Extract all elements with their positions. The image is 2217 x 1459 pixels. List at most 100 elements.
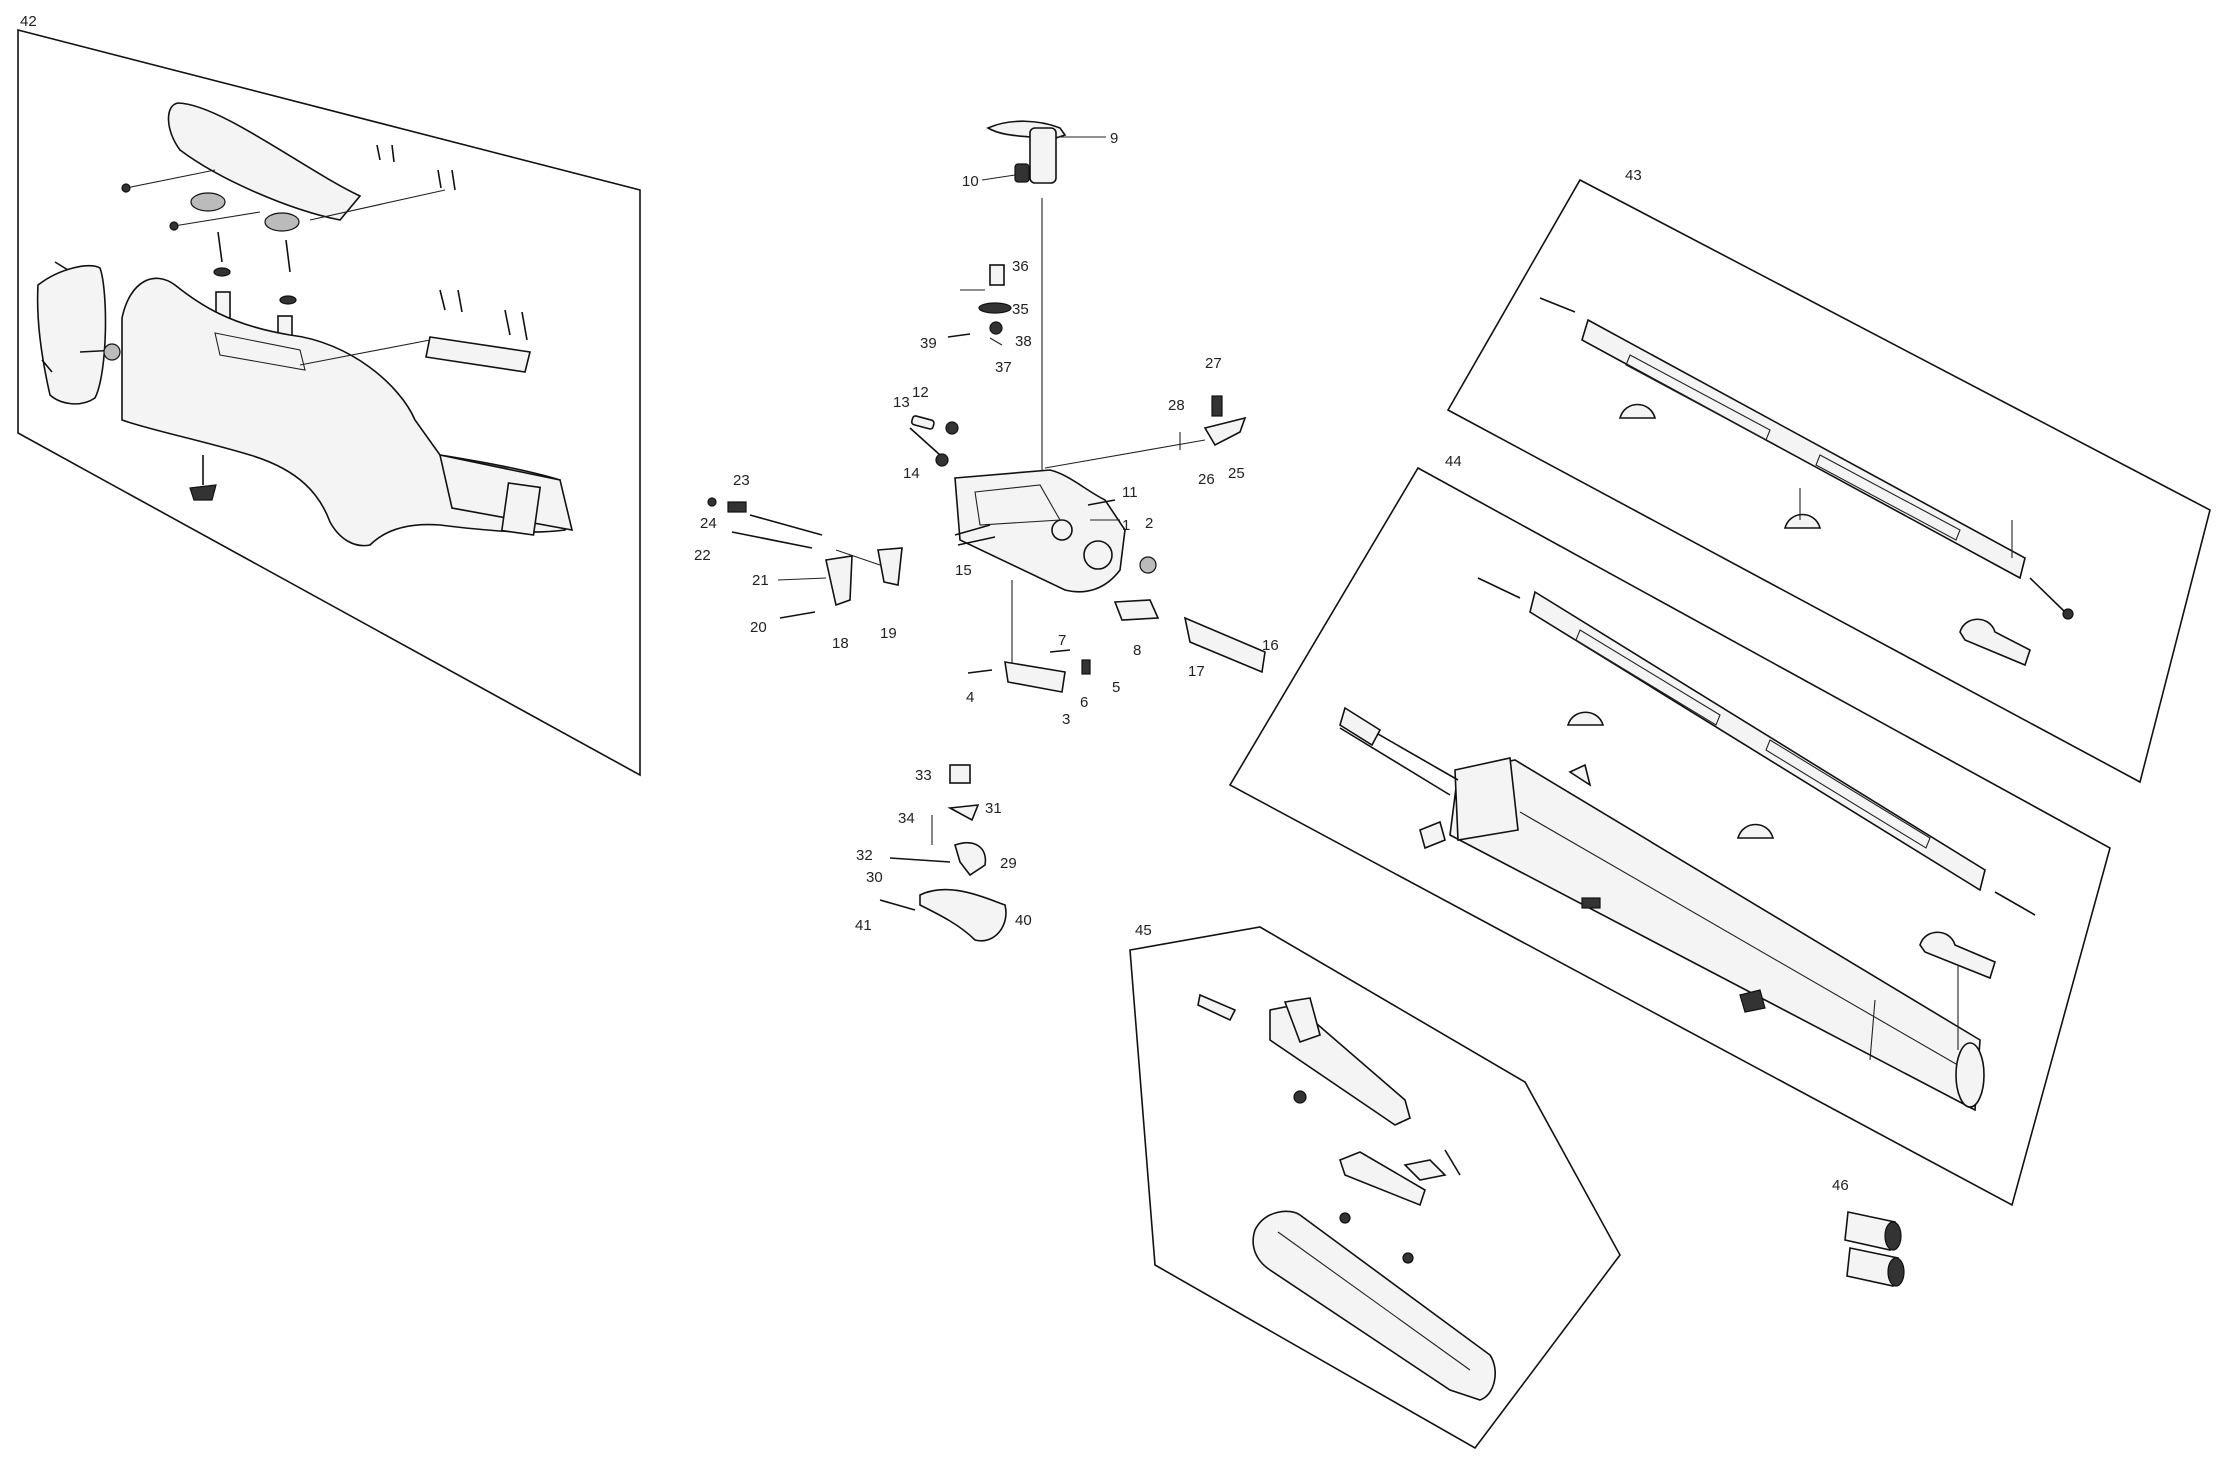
callout-34: 34 [898, 810, 915, 827]
rib-43-spring-left [1539, 297, 1576, 313]
callout-12: 12 [912, 384, 929, 401]
panel-43-frame [1446, 178, 2211, 784]
panel-45-label: 45 [1135, 922, 1152, 939]
callout-13: 13 [893, 394, 910, 411]
guard-pin [879, 899, 916, 911]
screw [451, 169, 456, 191]
screw [376, 144, 381, 161]
fore-end-ejector [1339, 1151, 1426, 1207]
grip-cap-plate [438, 453, 574, 532]
nut [169, 221, 179, 231]
panel-44-barrel-assembly: 44 [1228, 453, 2111, 1207]
hinge-stud [1139, 556, 1157, 574]
callout-16: 16 [1262, 637, 1279, 654]
callout-26: 26 [1198, 471, 1215, 488]
butt-bolt-head [103, 343, 121, 361]
sling-stud-base [189, 484, 217, 501]
callout-22: 22 [694, 547, 711, 564]
ejector-spring [1211, 395, 1223, 417]
assembly-line [835, 549, 881, 566]
rib-44-lug [1736, 823, 1775, 839]
barrel-latch-pin [1568, 763, 1592, 787]
panel-43-rib-assembly: 43 [1446, 167, 2211, 784]
adjuster-wheel-left [190, 192, 226, 212]
assembly-line [309, 189, 446, 221]
rib-43-lug [1618, 403, 1657, 419]
callout-6: 6 [1080, 694, 1088, 711]
barrel-band [1869, 999, 1876, 1061]
extractor-rod [1339, 727, 1451, 796]
callout-31: 31 [985, 800, 1002, 817]
callout-24: 24 [700, 515, 717, 532]
cocking-lever [1183, 616, 1266, 674]
assembly-line [173, 211, 261, 227]
panel-43-label: 43 [1625, 167, 1642, 184]
panel-42-label: 42 [20, 13, 37, 30]
screw [391, 144, 395, 163]
receiver [954, 469, 1126, 593]
panel-45-frame [1129, 926, 1621, 1450]
callout-3: 3 [1062, 711, 1070, 728]
part-46-inserts: 46 [1832, 1177, 1905, 1287]
firing-pin-spring [945, 421, 959, 435]
rib-43 [1581, 318, 2026, 580]
leader-21 [777, 577, 827, 581]
locking-bolt [1113, 599, 1160, 621]
rib-44-spring-right [1994, 891, 2036, 916]
fore-end-screw [1339, 1212, 1351, 1224]
ejector [1203, 416, 1247, 447]
plate-spring [1081, 659, 1091, 675]
panel-45-fore-end-assembly: 45 [1129, 922, 1621, 1450]
post-screw [217, 231, 223, 263]
insert-lower-bore [1887, 1257, 1905, 1287]
cocking-rod [957, 536, 996, 546]
rib-43-vents [1625, 354, 1771, 441]
comb-piece [167, 102, 362, 221]
callout-39: 39 [920, 335, 937, 352]
plate-screw [504, 309, 511, 336]
panel-42-frame [17, 28, 641, 777]
monobloc [1454, 757, 1519, 841]
stock-inlet [214, 332, 306, 371]
callout-33: 33 [915, 767, 932, 784]
callout-11: 11 [1122, 484, 1138, 501]
callout-35: 35 [1012, 301, 1029, 318]
hammer-spring [749, 514, 823, 536]
callout-38: 38 [1015, 333, 1032, 350]
callout-14: 14 [903, 465, 920, 482]
callout-40: 40 [1015, 912, 1032, 929]
rib-44 [1529, 590, 1986, 892]
insert-lower [1846, 1247, 1899, 1287]
safety-plunger [947, 333, 971, 338]
trigger [954, 841, 987, 877]
fore-end-iron [1269, 1004, 1411, 1126]
ejector-trip [1403, 1159, 1447, 1181]
firing-pin-retainer [909, 427, 941, 456]
fore-end-screw [1402, 1252, 1414, 1264]
plate-pin [967, 669, 993, 674]
callout-1: 1 [1122, 517, 1130, 534]
rib-44-vents [1575, 629, 1721, 726]
spring-cap [707, 497, 717, 507]
callout-41: 41 [855, 917, 872, 934]
callout-20: 20 [750, 619, 767, 636]
rib-43-spring-right [2029, 577, 2066, 613]
callout-21: 21 [752, 572, 769, 589]
sear [877, 547, 903, 586]
callout-32: 32 [856, 847, 873, 864]
lever-spring [1014, 163, 1030, 183]
callout-29: 29 [1000, 855, 1017, 872]
callout-36: 36 [1012, 258, 1029, 275]
panel-42-stock-assembly: 42 [17, 13, 641, 777]
inertia-block [949, 764, 971, 784]
callout-19: 19 [880, 625, 897, 642]
callout-7: 7 [1058, 632, 1066, 649]
fore-end-lever [1283, 997, 1321, 1044]
callout-17: 17 [1188, 663, 1205, 680]
firing-pin [910, 415, 935, 430]
rib-44-vents [1765, 739, 1931, 849]
rib-43-bead [2062, 608, 2074, 620]
plate-pin [1049, 649, 1071, 653]
plate-screw [521, 311, 528, 341]
